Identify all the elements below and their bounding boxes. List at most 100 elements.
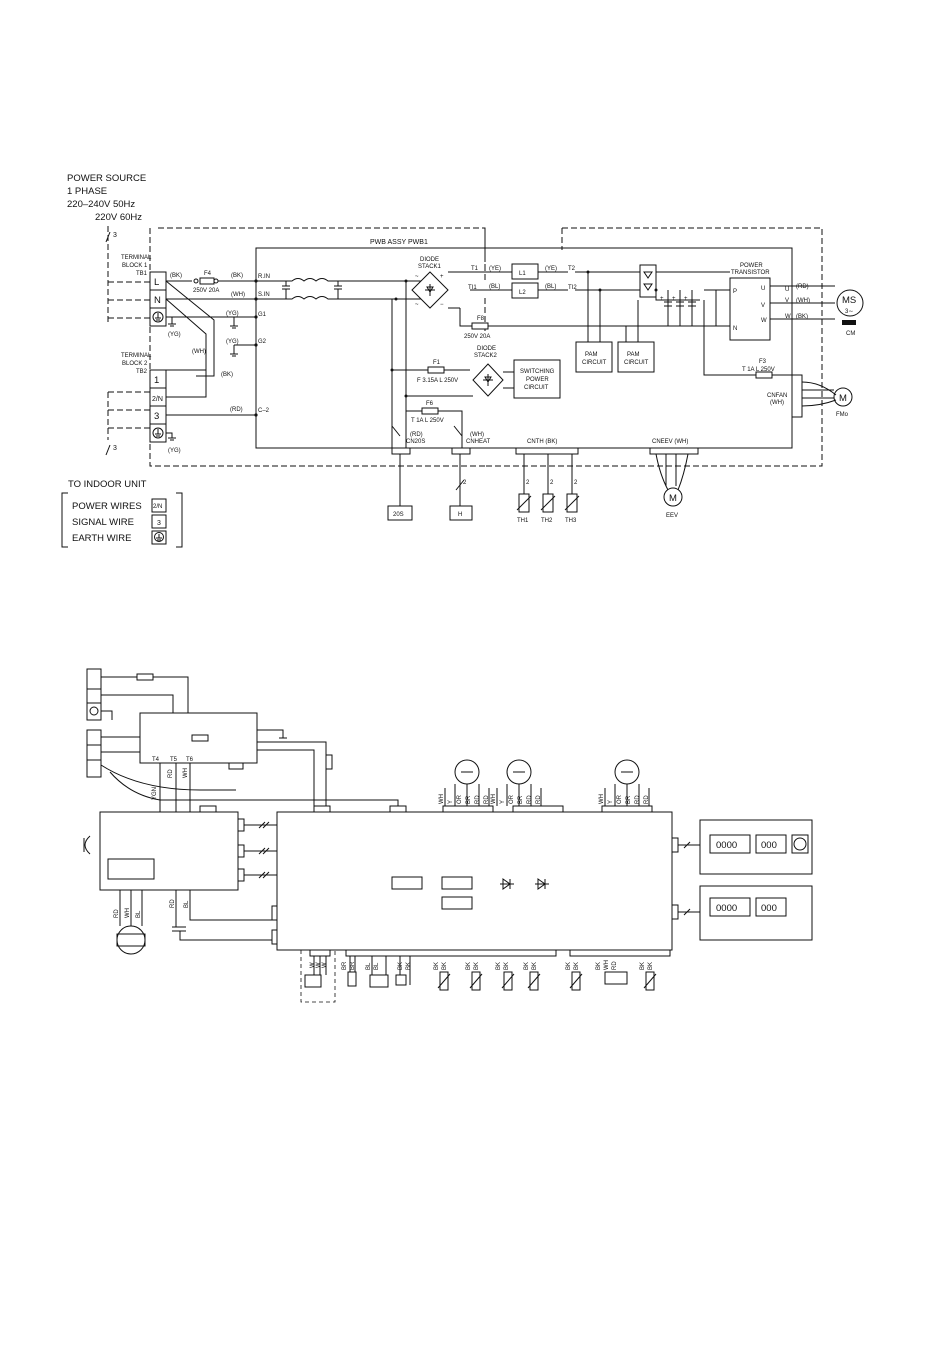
svg-text:(YG): (YG) — [168, 448, 181, 454]
wire-color-label: OR — [509, 794, 515, 804]
terminal-block-1: TERMINAL BLOCK 1 TB1 L N — [121, 255, 167, 327]
svg-text:2: 2 — [550, 480, 554, 486]
svg-text:SWITCHING: SWITCHING — [520, 369, 555, 375]
power-source-title: POWER SOURCE — [67, 173, 146, 184]
svg-text:S.IN: S.IN — [258, 292, 270, 298]
svg-text:WH: WH — [125, 908, 131, 918]
thermistor-th1: TH1 — [517, 518, 529, 524]
relay-section: F6 T 1A L 250V (RD) CN20S (WH) CNHEAT 2 … — [387, 401, 491, 521]
svg-text:~: ~ — [415, 274, 419, 280]
svg-text:(RD): (RD) — [230, 407, 243, 413]
svg-text:G1: G1 — [258, 312, 267, 318]
wire-color-label: Y — [448, 800, 454, 804]
wire-color-label: BR — [342, 961, 348, 970]
svg-text:+: + — [440, 274, 444, 280]
terminal-2n: 2/N — [152, 396, 163, 403]
terminal-1: 1 — [154, 375, 159, 386]
svg-text:TI2: TI2 — [568, 285, 577, 291]
wire-color-label: BK — [474, 962, 480, 970]
wire-color-label: BK — [566, 962, 572, 970]
wire-color-label: BL — [366, 962, 372, 970]
wire-color-label: RD — [612, 961, 618, 970]
svg-text:TERMINAL: TERMINAL — [121, 255, 152, 261]
wire-color-label: BL — [374, 962, 380, 970]
svg-text:STACK2: STACK2 — [474, 353, 498, 359]
wire-color-label: RD — [536, 795, 542, 804]
wire-color-label: RD — [484, 795, 490, 804]
svg-text:RD: RD — [114, 909, 120, 918]
svg-text:+: + — [672, 296, 676, 302]
svg-text:3: 3 — [157, 520, 161, 527]
wire-color-label: BK — [648, 962, 654, 970]
terminal-l: L — [154, 277, 159, 288]
wire-color-label: BK — [442, 962, 448, 970]
reactor-section: T1 TI1 (YE) (BL) L1 L2 (YE) (BL) T2 TI2 — [468, 227, 823, 467]
svg-text:P: P — [733, 289, 737, 295]
wire-color-label: BK — [434, 962, 440, 970]
svg-text:T1: T1 — [471, 266, 479, 272]
svg-text:CNFAN: CNFAN — [767, 393, 787, 399]
power-source-phase: 1 PHASE — [67, 186, 107, 197]
fan-motor-section: F3 T 1A L 250V CNFAN (WH) M FMo — [703, 300, 853, 418]
power-source-voltage-60hz: 220V 60Hz — [95, 212, 142, 223]
wire-color-label: Y — [500, 800, 506, 804]
svg-text:(WH): (WH) — [470, 432, 484, 438]
pwb-title: PWB ASSY PWB1 — [370, 239, 428, 246]
svg-text:G2: G2 — [258, 339, 267, 345]
svg-text:RD: RD — [170, 899, 176, 908]
svg-text:EARTH WIRE: EARTH WIRE — [72, 533, 131, 544]
svg-text:BL: BL — [184, 900, 190, 908]
svg-text:(BK): (BK) — [796, 314, 808, 320]
legend-title: TO INDOOR UNIT — [68, 479, 147, 490]
diode-stack-1: DIODE STACK1 ~+ ~− — [394, 257, 470, 309]
svg-text:FMo: FMo — [836, 412, 849, 418]
svg-text:M: M — [839, 393, 847, 404]
svg-text:CIRCUIT: CIRCUIT — [524, 385, 549, 391]
svg-text:WH: WH — [183, 768, 189, 778]
terminal-block-2: TERMINAL BLOCK 2 TB2 1 2/N 3 3 — [105, 353, 167, 456]
svg-text:(WH): (WH) — [192, 349, 206, 355]
earth-symbol-icon — [152, 427, 164, 439]
power-source-voltage-50hz: 220–240V 50Hz — [67, 199, 135, 210]
wire-color-label: WH — [604, 960, 610, 970]
thermistor-th3: TH3 — [565, 518, 577, 524]
svg-text:250V 20A: 250V 20A — [464, 334, 490, 340]
thermistor-section: CNTH (BK) 2 2 2 TH1 TH2 TH3 — [515, 439, 580, 524]
power-transistor: POWER TRANSISTOR P N U V W U V W (RD) (W… — [729, 263, 835, 341]
svg-text:POWER: POWER — [740, 263, 763, 269]
svg-text:SIGNAL WIRE: SIGNAL WIRE — [72, 517, 134, 528]
wire-color-label: BK — [532, 962, 538, 970]
svg-text:(YG): (YG) — [226, 311, 239, 317]
svg-text:000: 000 — [761, 903, 777, 914]
wire-color-label: BR — [466, 795, 472, 804]
svg-text:T6: T6 — [186, 757, 194, 763]
svg-text:2/N: 2/N — [153, 504, 162, 510]
dc-bus: PAM CIRCUIT PAM CIRCUIT +++ — [575, 264, 730, 373]
relay-wire-label: W — [322, 962, 328, 968]
terminal-3: 3 — [154, 411, 159, 422]
svg-text:YGN: YGN — [152, 787, 158, 800]
svg-text:V: V — [761, 303, 765, 309]
svg-text:M: M — [669, 493, 677, 504]
svg-text:R.IN: R.IN — [258, 274, 270, 280]
wire-color-label: BK — [466, 962, 472, 970]
switching-power-section: F1 F 3.15A L 250V DIODE STACK2 SWITCHING… — [390, 281, 561, 448]
svg-text:(BK): (BK) — [231, 273, 243, 279]
wire-color-label: BR — [626, 795, 632, 804]
svg-text:U: U — [761, 286, 765, 292]
wire-color-label: WH — [491, 794, 497, 804]
svg-text:(BL): (BL) — [489, 284, 500, 290]
svg-text:(WH): (WH) — [796, 298, 810, 304]
wire-color-label: BK — [398, 962, 404, 970]
svg-text:POWER WIRES: POWER WIRES — [72, 501, 142, 512]
svg-text:F3: F3 — [759, 359, 767, 365]
wire-color-label: BR — [518, 795, 524, 804]
svg-text:C–2: C–2 — [258, 408, 270, 414]
wire-color-label: BK — [406, 962, 412, 970]
svg-text:CIRCUIT: CIRCUIT — [582, 360, 607, 366]
svg-text:F8: F8 — [477, 316, 485, 322]
wire-color-label: RD — [475, 795, 481, 804]
line-filter — [256, 278, 400, 300]
wire-color-label: BK — [524, 962, 530, 970]
svg-text:+: + — [684, 296, 688, 302]
